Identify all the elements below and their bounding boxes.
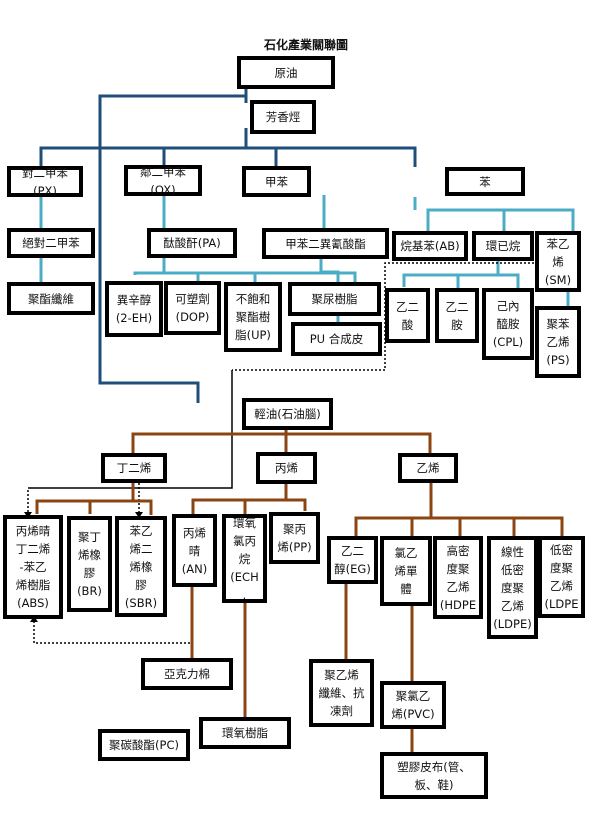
node-ech: 環氧 氯丙 烷 (ECH . [222,514,267,603]
node-pp: 聚丙 烯(PP) [269,512,320,564]
node-hdpe: 高密 度聚 乙烯 (HDPE [433,536,483,619]
node-pe-fiber: 聚乙烯 纖維、抗 凍劑 [309,659,374,727]
node-epoxy-resin: 環氧樹脂 [199,717,291,749]
node-ethylenediamine: 乙二 胺 [435,288,479,343]
naphtha-connectors [35,428,564,753]
node-aromatics: 芳香烴 [250,100,316,134]
node-dop: 可塑劑 (DOP) [164,281,221,335]
node-plastic-cloth: 塑膠皮布(管、 板、鞋) [380,752,488,799]
node-pu-resin: 聚尿樹脂 [288,282,381,316]
node-sm: 苯乙 烯 (SM) [535,231,581,292]
node-cpl: 己內 醯胺 (CPL) [482,288,534,360]
node-pc: 聚碳酸酯(PC) [98,729,190,761]
node-toluene: 甲苯 [242,166,311,197]
node-eg: 乙二 醇(EG) [327,536,378,584]
node-propylene: 丙烯 [256,452,317,484]
node-abs: 丙烯晴 丁二烯 -苯乙 烯樹脂 (ABS) [3,515,63,619]
node-ox: 鄰二甲苯(OX) [124,165,202,197]
node-an: 丙烯 晴 (AN) [172,514,217,587]
solid-thin-connector [28,370,233,489]
node-lldpe: 線性 低密 度聚 乙烯 (LDPE) [487,536,538,639]
node-butadiene: 丁二烯 [101,453,167,483]
node-ps: 聚苯 乙烯 (PS) [535,306,581,378]
node-pa: 酞酸酐(PA) [147,228,237,258]
node-sbr: 苯乙 烯二 烯橡 膠 (SBR) [115,516,167,617]
node-benzene: 苯 [445,167,525,196]
node-px: 對二甲苯(PX) [7,166,83,198]
node-cyclohexane: 環已烷 [472,231,534,261]
node-crude-oil: 原油 [237,56,335,89]
node-ethylene: 乙烯 [398,453,458,483]
node-br: 聚丁 烯橡 膠 (BR) [67,516,112,612]
crude-oil-connectors [39,60,417,403]
node-pure-px: 絕對二甲苯 [7,228,95,258]
node-vcm: 氯乙 烯單 體 [380,536,432,606]
node-ab: 烷基苯(AB) [392,231,468,261]
node-ldpe: 低密 度聚 乙烯 (LDPE [538,536,585,618]
node-oxalic-acid: 乙二 酸 [385,288,430,343]
node-up: 不飽和 聚酯樹 脂(UP) [224,282,282,352]
node-tdi: 甲苯二異氰酸酯 [262,228,389,259]
node-polyester-fiber: 聚酯纖維 [7,282,95,315]
diagram-title: 石化產業關聯圖 [263,38,348,52]
node-acrylic-fiber: 亞克力棉 [141,658,233,690]
node-naphtha: 輕油(石油腦) [242,398,333,430]
node-pu-leather: PU 合成皮 [291,322,382,356]
node-2eh: 異辛醇 (2-EH) [105,281,163,337]
node-pvc: 聚氯乙 烯(PVC) [380,681,446,729]
aromatics-connectors [39,195,575,323]
